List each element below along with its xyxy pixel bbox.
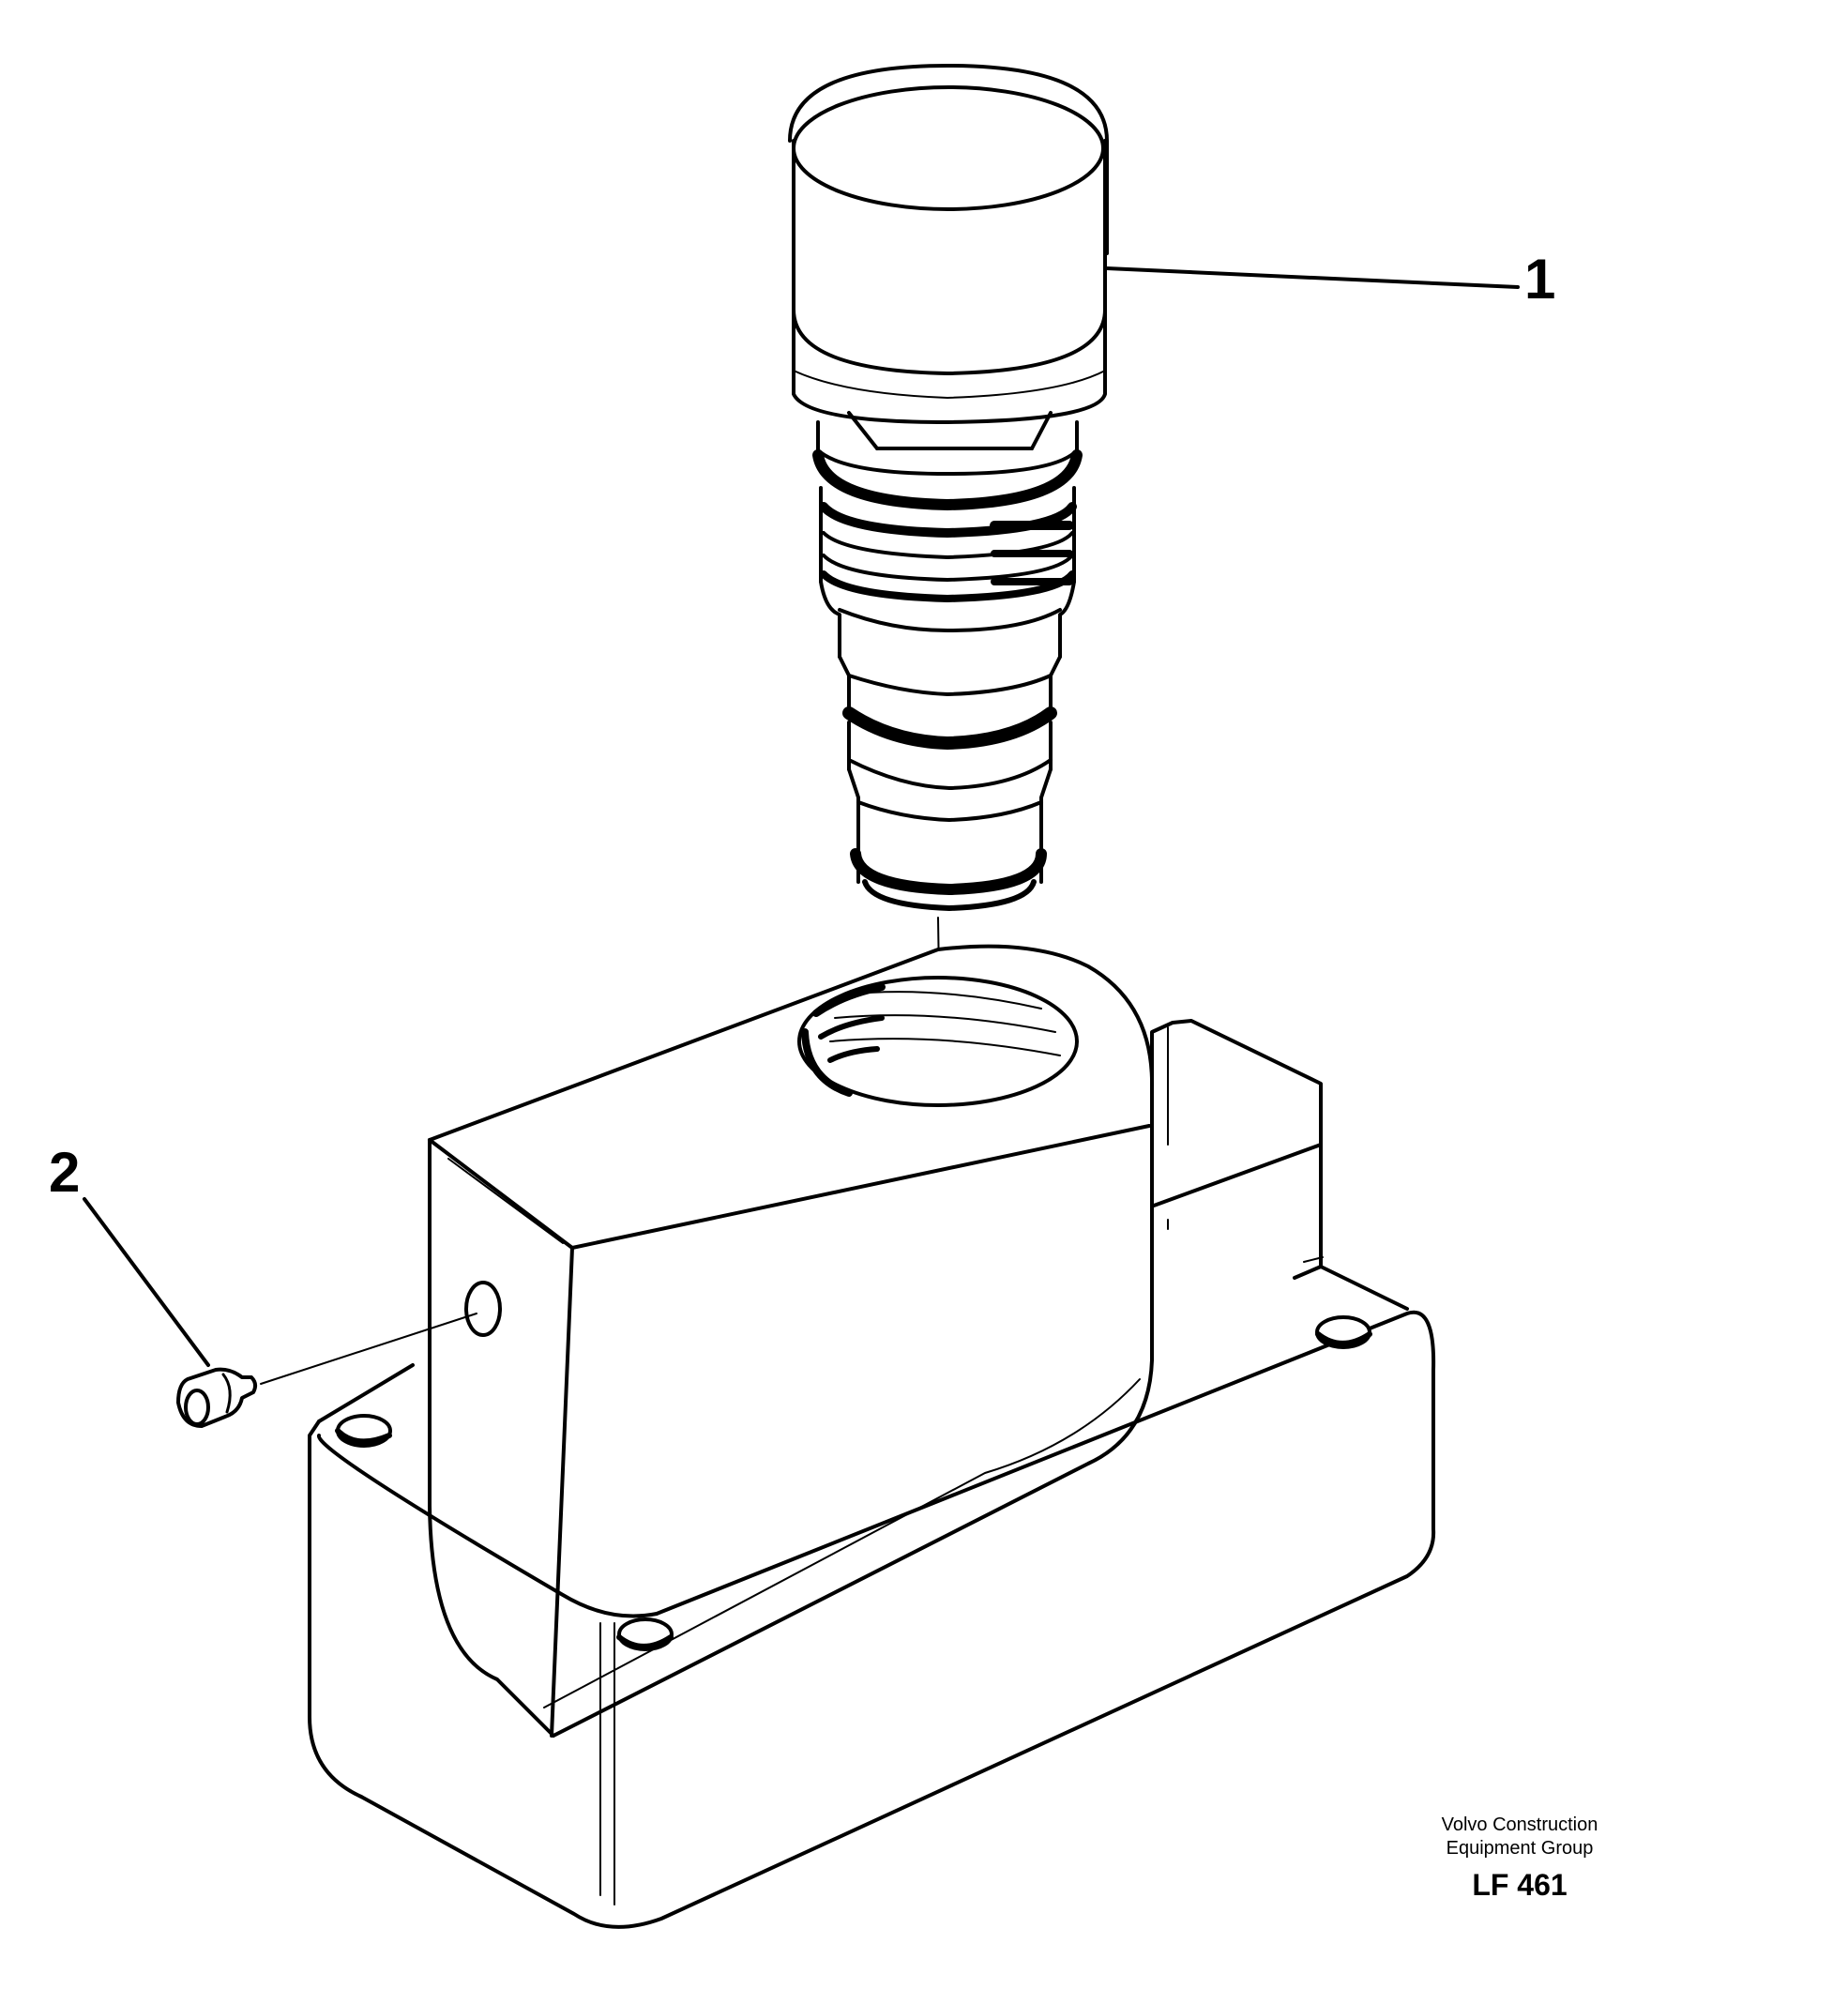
callout-1: 1 xyxy=(1524,248,1556,311)
credit-line-1: Volvo Construction xyxy=(1441,1814,1598,1835)
credit-block: Volvo Construction Equipment Group LF 46… xyxy=(1379,1814,1660,1903)
drawing-code: LF 461 xyxy=(1472,1868,1568,1902)
plug xyxy=(176,1313,477,1428)
leader-line-2 xyxy=(83,1197,210,1367)
valve-housing xyxy=(428,944,1323,1738)
credit-line-2: Equipment Group xyxy=(1446,1838,1594,1859)
valve-cartridge xyxy=(788,64,1109,1099)
callout-2: 2 xyxy=(49,1141,81,1204)
leader-line-1 xyxy=(1105,266,1520,289)
base-plate xyxy=(308,1256,1436,1929)
